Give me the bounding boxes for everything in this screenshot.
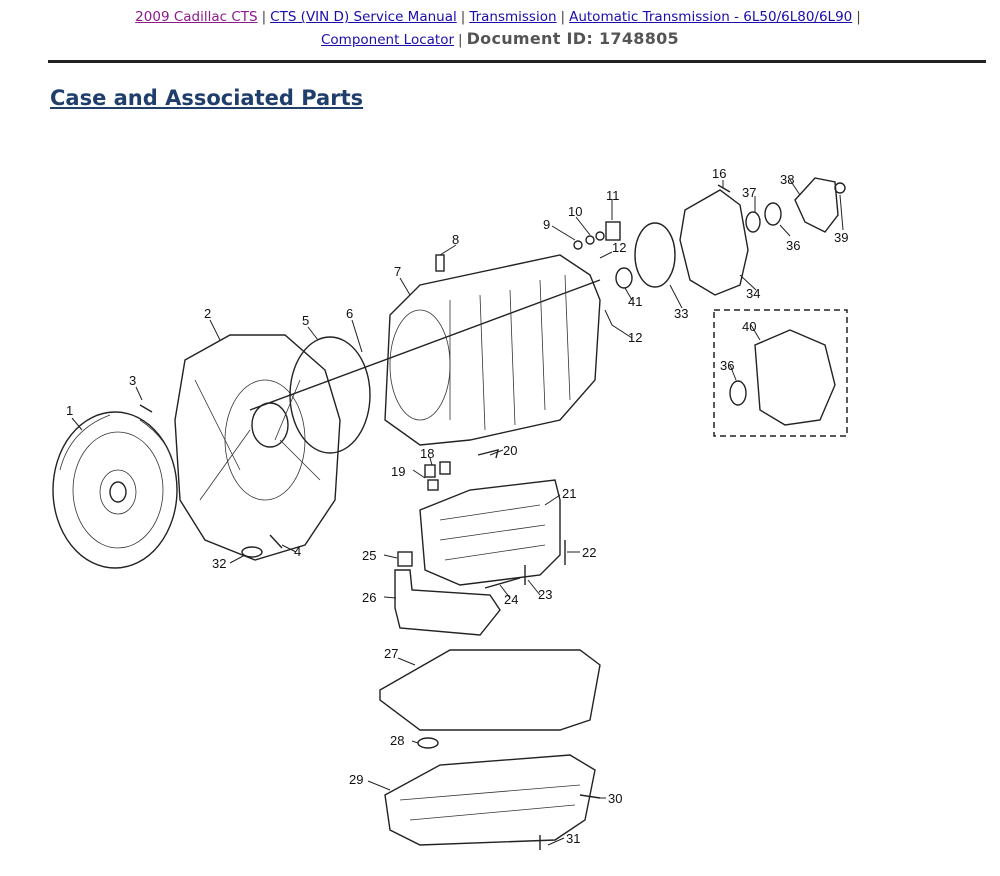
seal-part [241,546,263,558]
shaft-line [249,279,601,411]
callout-label: 31 [566,831,580,846]
callout-label: 23 [538,587,552,602]
breadcrumb-separator: | [460,9,466,25]
callout-label: 12 [612,240,626,255]
bolt-part [139,404,153,413]
callout-label: 11 [606,188,620,203]
valve-body-part [419,479,561,586]
callout-label: 7 [394,264,401,279]
filter-part [394,569,501,636]
callout-label: 24 [504,592,518,607]
callout-label: 9 [543,217,550,232]
gasket-part [289,336,371,454]
callout-label: 40 [742,319,756,334]
callout-label: 12 [628,330,642,345]
breadcrumb-link-component-locator[interactable]: Component Locator [321,32,455,48]
output-seal-part [615,267,633,289]
callout-label: 8 [452,232,459,247]
plug-part [435,254,445,272]
breadcrumb-link-automatic-transmission[interactable]: Automatic Transmission - 6L50/6L80/6L90 [569,9,853,25]
callout-label: 32 [212,556,226,571]
callout-label: 27 [384,646,398,661]
breadcrumb-separator: | [856,9,861,25]
leader-lines [71,179,844,846]
breadcrumb-separator: | [458,32,463,48]
callout-label: 16 [712,166,726,181]
stud-part [269,534,283,549]
callout-label: 33 [674,306,688,321]
callout-label: 36 [786,238,800,253]
callout-label: 10 [568,204,582,219]
header-divider [48,60,986,63]
pan-gasket-part [379,649,601,731]
callout-label: 5 [302,313,309,328]
mount-part [794,177,839,233]
page-title: Case and Associated Parts [50,86,364,110]
breadcrumb-separator: | [261,9,267,25]
callout-label: 37 [742,185,756,200]
o-ring-part [634,222,676,288]
callout-label: 30 [608,791,622,806]
callout-label: 34 [746,286,760,301]
callout-label: 38 [780,172,794,187]
callout-label: 2 [204,306,211,321]
breadcrumb: 2009 Cadillac CTS|CTS (VIN D) Service Ma… [0,6,1000,51]
alternate-housing-inset [713,309,848,437]
bushing-part [745,211,761,233]
callout-label: 28 [390,733,404,748]
breadcrumb-separator: | [560,9,566,25]
callout-label: 18 [420,446,434,461]
transmission-case-part [384,254,601,446]
callout-label: 36 [720,358,734,373]
rear-seal-part [764,202,782,226]
breadcrumb-link-vehicle[interactable]: 2009 Cadillac CTS [135,9,258,25]
filter-seal-part [397,551,413,567]
callout-label: 3 [129,373,136,388]
callout-label: 29 [349,772,363,787]
callout-label: 6 [346,306,353,321]
callout-label: 20 [503,443,517,458]
sensor-parts [573,221,621,250]
callout-label: 1 [66,403,73,418]
callout-label: 19 [391,464,405,479]
callout-label: 39 [834,230,848,245]
solenoid-parts [424,449,499,491]
document-id: Document ID: 1748805 [466,29,679,48]
callout-label: 41 [628,294,642,309]
callout-label: 25 [362,548,376,563]
magnet-part [417,737,439,749]
callout-label: 26 [362,590,376,605]
extension-housing-part [679,189,749,296]
torque-converter-part [52,411,178,569]
oil-pan-part [384,754,596,846]
callout-label: 22 [582,545,596,560]
converter-housing-part [174,334,341,561]
callout-label: 4 [294,544,301,559]
breadcrumb-link-transmission[interactable]: Transmission [469,9,557,25]
callout-label: 21 [562,486,576,501]
breadcrumb-link-service-manual[interactable]: CTS (VIN D) Service Manual [270,9,457,25]
